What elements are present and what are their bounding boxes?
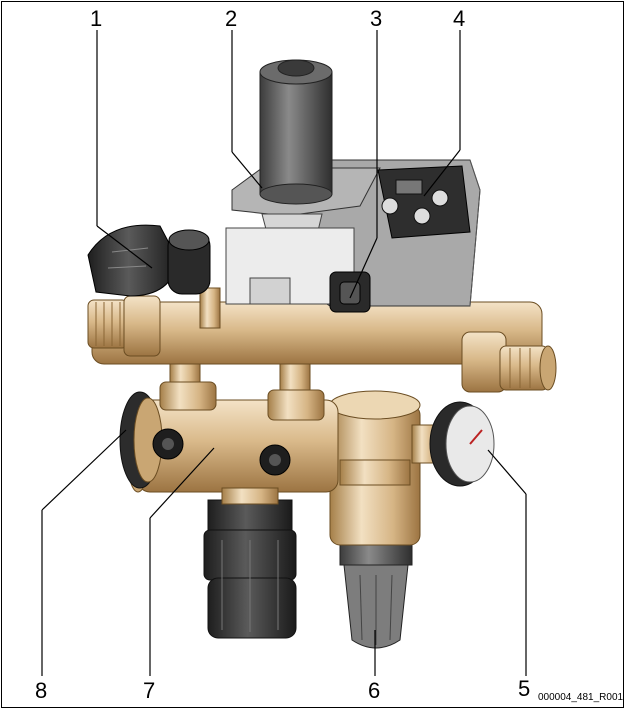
callout-5: 5: [518, 676, 531, 701]
shutoff-valve-handle: [87, 224, 211, 297]
callout-4: 4: [453, 6, 466, 31]
callout-6: 6: [368, 678, 381, 703]
callout-8: 8: [35, 678, 48, 703]
callout-7: 7: [143, 678, 156, 703]
callout-leaders: [41, 30, 527, 676]
control-unit: [225, 59, 481, 313]
reference-code: 000004_481_R001: [538, 692, 624, 703]
callout-2: 2: [225, 6, 238, 31]
callout-1: 1: [90, 6, 103, 31]
pressure-adjust-knob: [339, 534, 413, 649]
main-pipe: [87, 287, 557, 393]
pressure-reducer-body: [329, 390, 421, 546]
callout-3: 3: [370, 6, 383, 31]
pressure-gauge: [411, 401, 495, 487]
bottom-connector: [203, 499, 297, 639]
distribution-block: [119, 391, 339, 505]
